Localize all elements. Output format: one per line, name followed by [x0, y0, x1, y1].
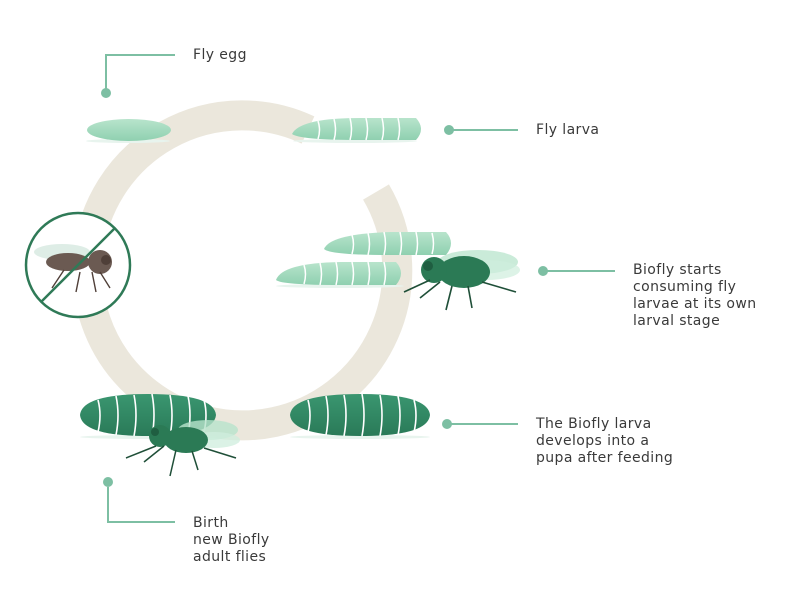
- new-biofly-adult-icon: [125, 420, 240, 477]
- label-birth: Birth new Biofly adult flies: [193, 515, 270, 565]
- leader-dot-biofly-consuming: [538, 266, 548, 276]
- leader-birth: [107, 487, 175, 523]
- label-biofly-pupa: The Biofly larva develops into a pupa af…: [536, 416, 674, 466]
- label-fly-larva: Fly larva: [536, 122, 600, 138]
- fly-larva-top: [292, 117, 421, 143]
- lifecycle-ring: [72, 100, 413, 441]
- fly-egg: [86, 119, 171, 143]
- label-biofly-consuming: Biofly starts consuming fly larvae at it…: [633, 262, 757, 329]
- leader-fly-egg: [105, 54, 175, 92]
- leader-dot-birth: [103, 477, 113, 487]
- leader-dot-fly-egg: [101, 88, 111, 98]
- leader-dot-fly-larva: [444, 125, 454, 135]
- label-fly-egg: Fly egg: [193, 47, 247, 63]
- biofly-pupa: [290, 393, 430, 439]
- biofly-icon: [403, 250, 520, 311]
- prohibited-fly-icon: [24, 211, 132, 319]
- leader-dot-biofly-pupa: [442, 419, 452, 429]
- fly-larvae-pair: [276, 231, 451, 288]
